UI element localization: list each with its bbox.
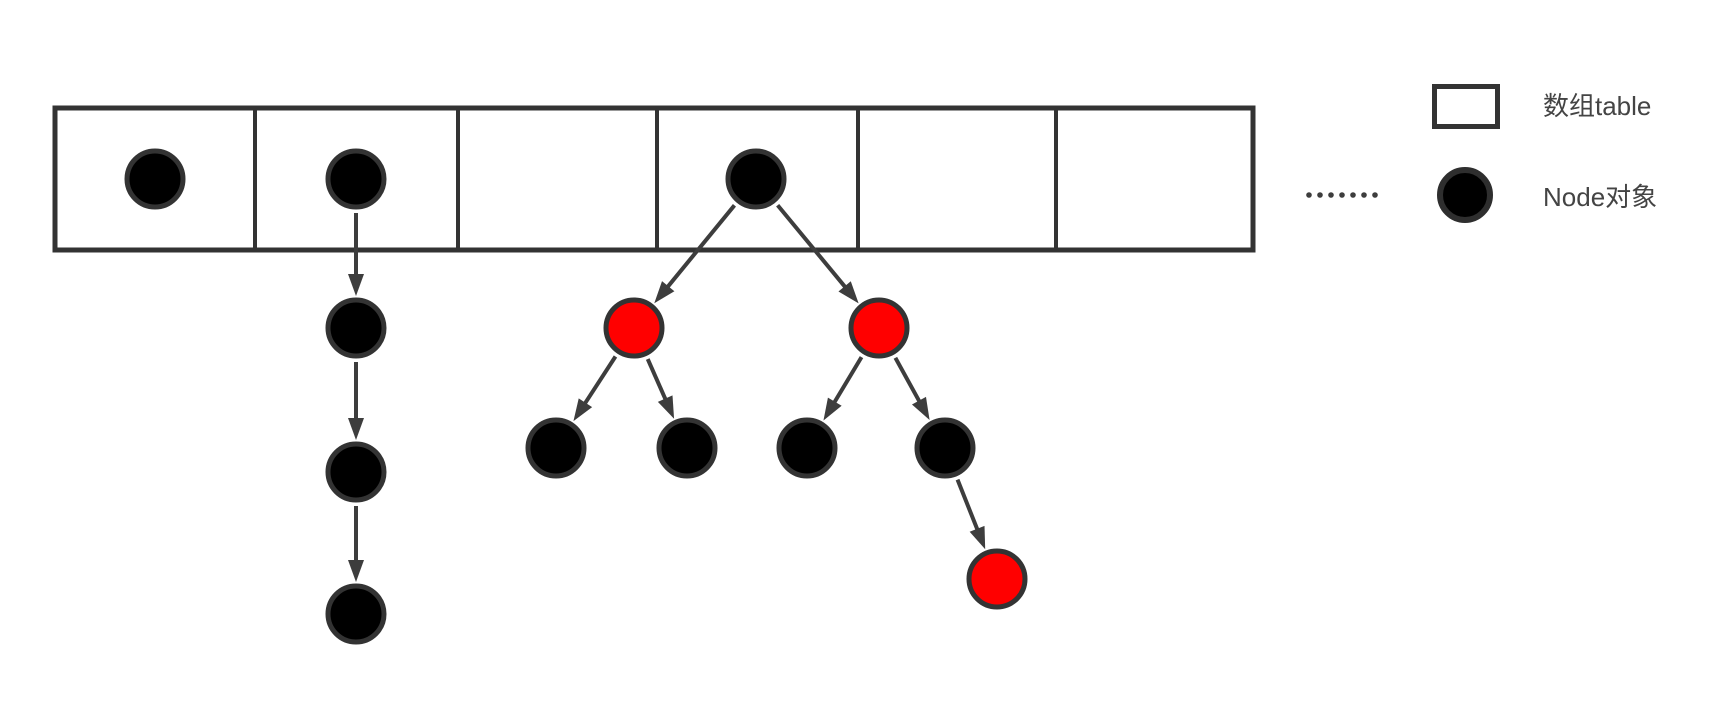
node-tree-left <box>603 297 665 359</box>
arrow-line <box>581 355 618 408</box>
node-bucket-3 <box>725 148 787 210</box>
node-list-2 <box>325 441 387 503</box>
ellipsis-dot <box>1306 192 1312 198</box>
arrow-head <box>969 525 986 550</box>
arrow-line <box>831 356 864 407</box>
ellipsis-dot <box>1372 192 1378 198</box>
arrow-line <box>664 204 737 291</box>
node-tree-right <box>848 297 910 359</box>
legend-node-swatch <box>1437 167 1493 223</box>
arrow-head <box>654 281 675 304</box>
arrow-line <box>893 356 923 406</box>
node-tree-rrr <box>966 548 1028 610</box>
arrow-line <box>955 478 981 534</box>
arrow-head <box>657 395 675 419</box>
node-tree-lr <box>656 417 718 479</box>
arrow-head <box>348 418 364 440</box>
node-bucket-0 <box>124 148 186 210</box>
arrow-head <box>838 281 859 304</box>
arrow-head <box>573 398 593 422</box>
node-tree-rl <box>776 417 838 479</box>
legend-array-swatch <box>1432 84 1500 129</box>
ellipsis-dot <box>1317 192 1323 198</box>
ellipsis-dot <box>1361 192 1367 198</box>
arrow-head <box>348 560 364 582</box>
ellipsis-dot <box>1350 192 1356 198</box>
legend-node-label: Node对象 <box>1543 182 1658 212</box>
node-bucket-1 <box>325 148 387 210</box>
arrow-head <box>911 396 930 420</box>
arrow-line <box>776 203 849 291</box>
node-list-3 <box>325 583 387 645</box>
arrow-line <box>645 358 669 404</box>
node-tree-ll <box>525 417 587 479</box>
array-table <box>52 105 1256 253</box>
legend-array-label: 数组table <box>1543 91 1652 121</box>
ellipsis-dot <box>1339 192 1345 198</box>
arrow-head <box>823 397 842 421</box>
node-list-1 <box>325 297 387 359</box>
node-tree-rr <box>914 417 976 479</box>
ellipsis-dot <box>1328 192 1334 198</box>
arrow-head <box>348 274 364 296</box>
